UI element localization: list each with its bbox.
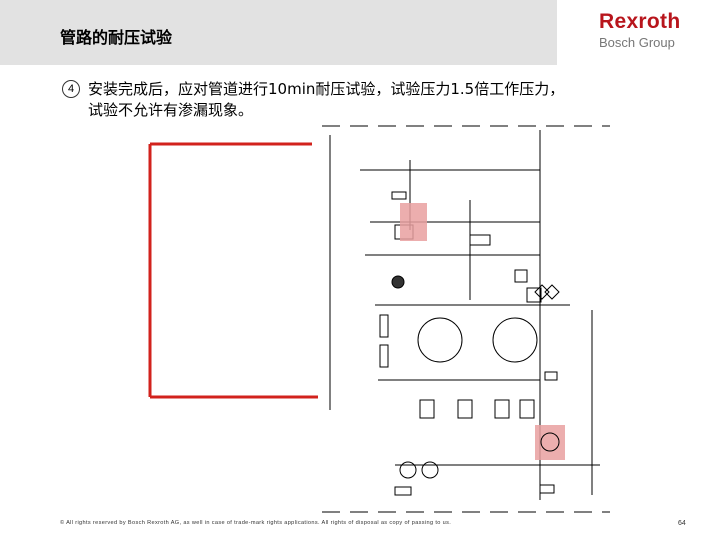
page-number: 64 <box>678 520 686 527</box>
body-line-1: 安装完成后，应对管道进行10min耐压试验，试验压力1.5倍工作压力， <box>88 80 565 98</box>
body-line-2: 试验不允许有渗漏现象。 <box>88 101 254 119</box>
rexroth-logo: Rexroth Bosch Group <box>566 0 720 65</box>
slide-title: 管路的耐压试验 <box>60 28 173 47</box>
logo-subtitle: Bosch Group <box>599 35 675 50</box>
footer-copyright: © All rights reserved by Bosch Rexroth A… <box>60 520 452 526</box>
logo-brand: Rexroth <box>599 10 681 33</box>
header-bar <box>0 0 557 65</box>
body-text: 安装完成后，应对管道进行10min耐压试验，试验压力1.5倍工作压力， 试验不允… <box>88 79 688 121</box>
bullet-number-badge: 4 <box>62 80 80 98</box>
